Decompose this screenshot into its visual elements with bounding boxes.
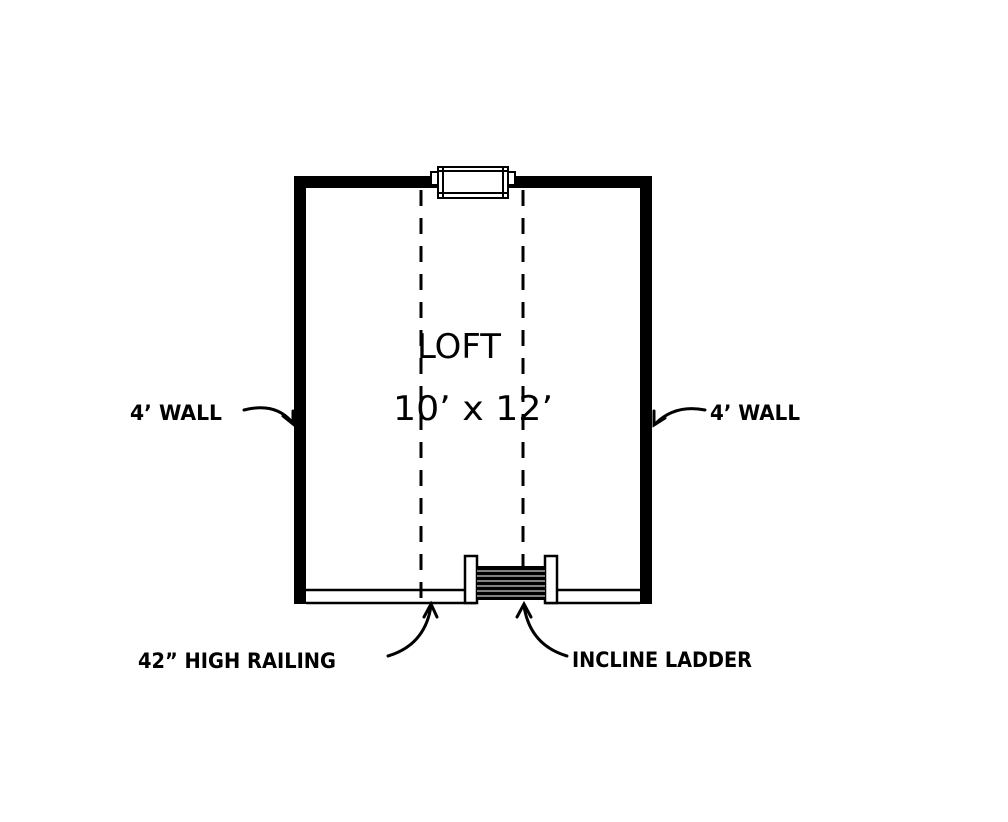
- ladder-label: INCLINE LADDER: [572, 648, 752, 672]
- top-wall-left: [294, 176, 438, 188]
- room-name: LOFT: [417, 327, 501, 367]
- right-wall-label: 4’ WALL: [710, 401, 800, 425]
- right-wall-arrow: [653, 407, 707, 426]
- room-size: 10’ x 12’: [393, 389, 553, 429]
- ladder-arrow: [522, 604, 569, 658]
- walls: [294, 176, 652, 604]
- window: [430, 166, 516, 199]
- railing-arrow: [386, 604, 433, 658]
- left-wall-label: 4’ WALL: [130, 401, 222, 425]
- leader-arrows: [242, 406, 707, 658]
- left-wall-arrow: [242, 406, 294, 424]
- left-wall: [294, 176, 306, 604]
- railing-label: 42” HIGH RAILING: [138, 649, 336, 673]
- incline-ladder: [463, 554, 559, 605]
- railing: [306, 588, 640, 605]
- dashed-ceiling-lines: [419, 190, 525, 602]
- top-wall-right: [508, 176, 652, 188]
- right-wall: [640, 176, 652, 604]
